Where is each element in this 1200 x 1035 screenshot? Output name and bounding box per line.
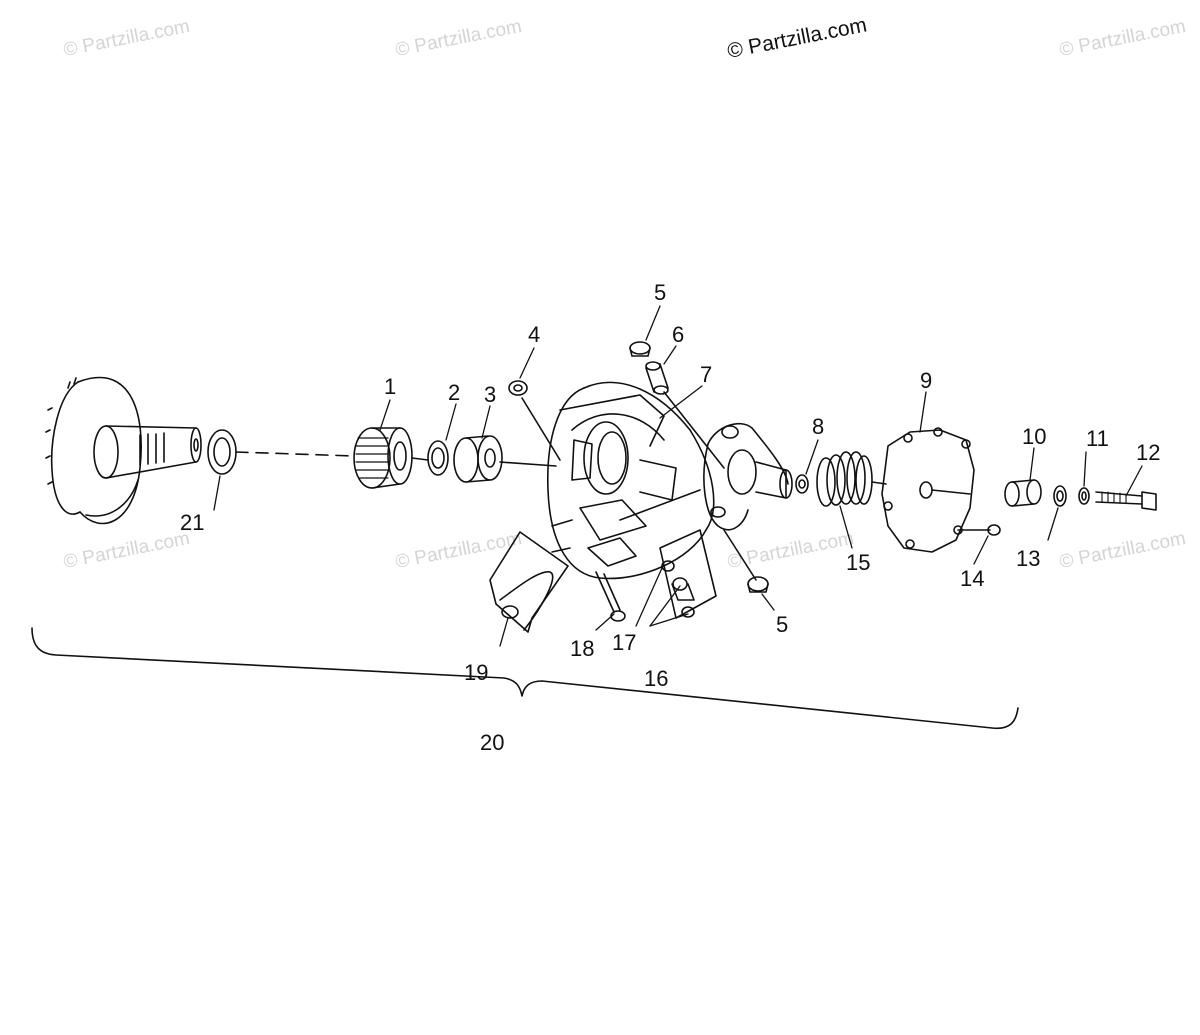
- leader-lines: [213, 305, 1143, 647]
- part-6-pin: [645, 361, 669, 395]
- callout-19: 19: [464, 660, 488, 685]
- part-2-washer: [427, 440, 449, 476]
- callout-6: 6: [672, 322, 684, 347]
- callout-17: 17: [612, 630, 636, 655]
- callout-10: 10: [1022, 424, 1046, 449]
- assembly-centerline: [235, 451, 355, 457]
- callout-14: 14: [960, 566, 984, 591]
- callout-9: 9: [920, 368, 932, 393]
- assembly-bracket: [31, 627, 1019, 730]
- part-21-washer: [207, 429, 237, 475]
- callout-8: 8: [812, 414, 824, 439]
- callout-13: 13: [1016, 546, 1040, 571]
- part-4-nut: [508, 380, 528, 396]
- callout-21: 21: [180, 510, 204, 535]
- part-3-roller: [453, 435, 503, 483]
- part-8-nut: [795, 474, 809, 494]
- callout-20: 20: [480, 730, 504, 755]
- part-18-bolt: [595, 571, 626, 622]
- callout-5-top: 5: [654, 280, 666, 305]
- part-17-16-rollers: [659, 529, 717, 619]
- part-1-spider: [353, 427, 413, 489]
- part-10-sleeve: [1004, 479, 1042, 507]
- part-11-lockwasher: [1078, 487, 1090, 505]
- part-5-button-top: [629, 341, 651, 357]
- callout-16: 16: [644, 666, 668, 691]
- part-7-moveable-sheave: [546, 381, 715, 580]
- part-5-button-bottom: [747, 576, 769, 593]
- part-spider-arms: [703, 422, 793, 531]
- part-14-screw: [957, 524, 1001, 536]
- part-19-slider-detail: [489, 531, 569, 633]
- part-12-bolt: [1095, 491, 1157, 511]
- callout-2: 2: [448, 380, 460, 405]
- callout-5-bottom: 5: [776, 612, 788, 637]
- part-9-cover: [881, 427, 975, 553]
- stationary-sheave-part: [45, 376, 202, 525]
- callout-12: 12: [1136, 440, 1160, 465]
- callout-11: 11: [1086, 426, 1109, 451]
- callout-1: 1: [384, 374, 396, 399]
- callout-labels: 1 2 3 4 5 6 7 8 9 10 11 12 13 14 15 5 16…: [180, 280, 1160, 755]
- part-15-spring: [816, 451, 873, 507]
- callout-7: 7: [700, 362, 712, 387]
- callout-15: 15: [846, 550, 870, 575]
- callout-3: 3: [484, 382, 496, 407]
- callout-18: 18: [570, 636, 594, 661]
- part-13-washer: [1053, 485, 1067, 507]
- callout-4: 4: [528, 322, 540, 347]
